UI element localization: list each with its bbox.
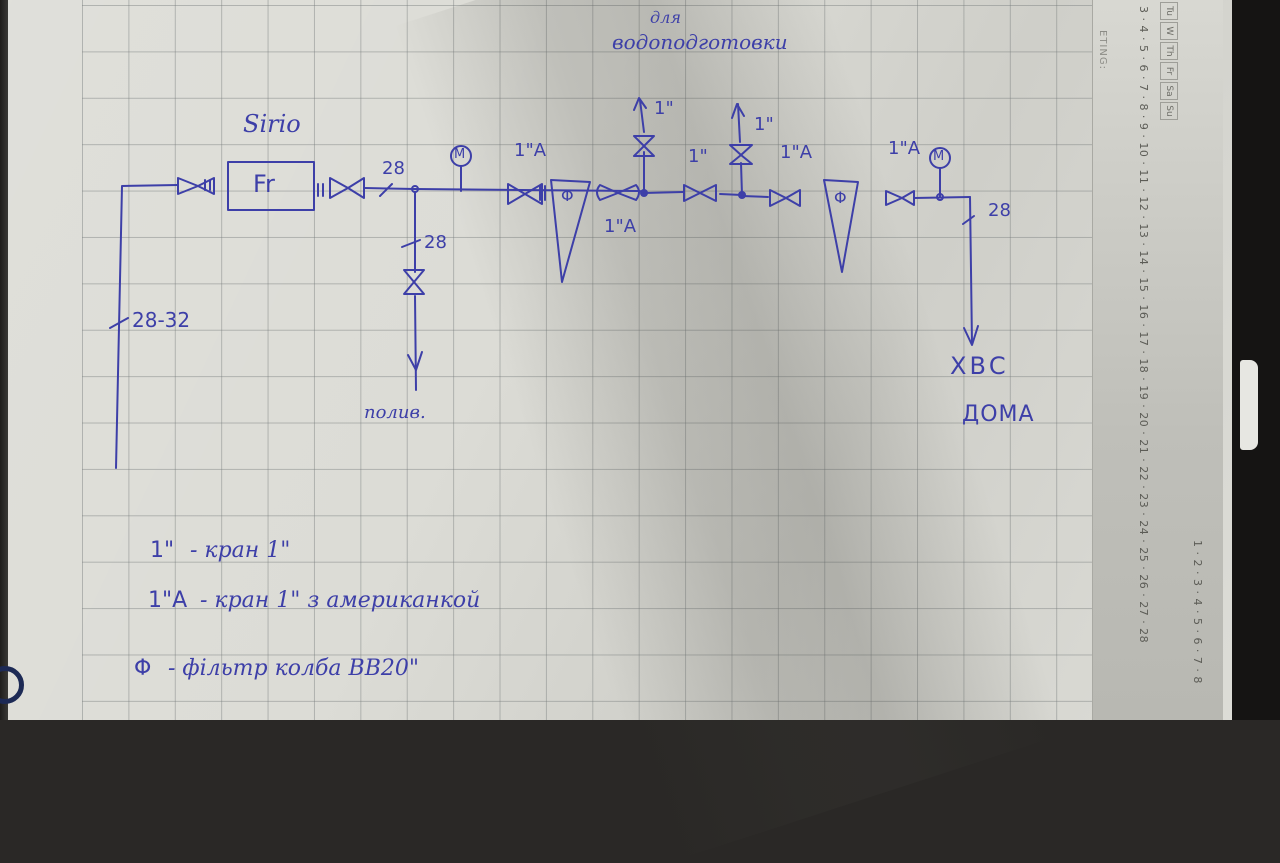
legend-symbol-union-valve: 1"A [148, 588, 188, 613]
house-outlet-label-line2: ДОМА [962, 402, 1035, 427]
house-flow-arrow-icon [963, 325, 979, 346]
legend-symbol-filter: Φ [134, 656, 152, 681]
water-treatment-label-line2: водоподготовки [612, 30, 788, 54]
paper-left-edge [0, 0, 8, 720]
house-outlet-pipe [969, 196, 973, 345]
filter-1-label: Φ [561, 186, 574, 205]
pipe-size-irrigation: 28 [424, 232, 447, 253]
legend-text-filter: - фільтр колба BB20" [168, 656, 419, 681]
branch-valve-2-label: 1" [754, 114, 774, 135]
valve-after-filter2-label: 1"A [888, 138, 921, 159]
valve-after-filter1-icon [596, 184, 640, 201]
filter2-housing-icon [823, 179, 859, 273]
legend-text-union-valve: - кран 1" з американкой [200, 588, 481, 613]
pressure-reducer-label: Fr [253, 170, 275, 198]
valve-after-reducer-icon [329, 177, 365, 199]
branch-valve-1-label: 1" [654, 98, 674, 119]
size-tick-28 [379, 183, 393, 197]
gauge-2-label: M [933, 149, 945, 164]
irrigation-outlet-label: полив. [364, 402, 426, 423]
water-treatment-label-line1: для [650, 8, 681, 27]
pipe-size-after-reducer: 28 [382, 158, 405, 179]
valve-after-filter1-label: 1"A [604, 216, 637, 237]
branch-valve-1-icon [633, 135, 655, 157]
inlet-size-tick [109, 317, 129, 329]
pipe-size-inlet: 28-32 [132, 308, 191, 332]
filter1-housing-icon [550, 179, 591, 283]
planner-page [1092, 0, 1223, 720]
plumbing-schematic [109, 97, 979, 469]
main-pipe-1 [363, 187, 641, 192]
house-outlet-label-line1: ХВС [950, 352, 1009, 380]
valve-after-filter2-icon [885, 190, 915, 206]
pressure-reducer-box [227, 161, 315, 211]
filter-2-label: Φ [834, 188, 847, 207]
binder-ring [0, 666, 24, 704]
inlet-pipe [115, 184, 179, 469]
inline-valve-icon [683, 184, 717, 202]
valve-before-filter2-icon [769, 189, 801, 207]
valve-before-filter2-label: 1"A [780, 142, 813, 163]
gauge-1-label: M [454, 147, 466, 162]
torn-paper-edge [1240, 360, 1258, 450]
irrigation-valve-icon [403, 269, 425, 295]
legend-symbol-valve: 1" [150, 538, 175, 563]
notebook-paper [0, 0, 1280, 720]
branch-valve-2-icon [729, 144, 753, 165]
filter-brand-label: Sirio [243, 110, 301, 138]
grid-lines [82, 0, 1092, 720]
branch-arrow-1-icon [633, 97, 647, 133]
irrigation-flow-arrow-icon [407, 351, 423, 371]
legend-text-valve: - кран 1" [190, 538, 291, 563]
inline-valve-label: 1" [688, 146, 708, 167]
branch-arrow-2-icon [731, 103, 745, 143]
valve-before-filter1-icon [507, 183, 543, 205]
valve-before-filter1-label: 1"A [514, 140, 547, 161]
inlet-valve-icon [177, 177, 215, 195]
pipe-size-house: 28 [988, 200, 1011, 221]
